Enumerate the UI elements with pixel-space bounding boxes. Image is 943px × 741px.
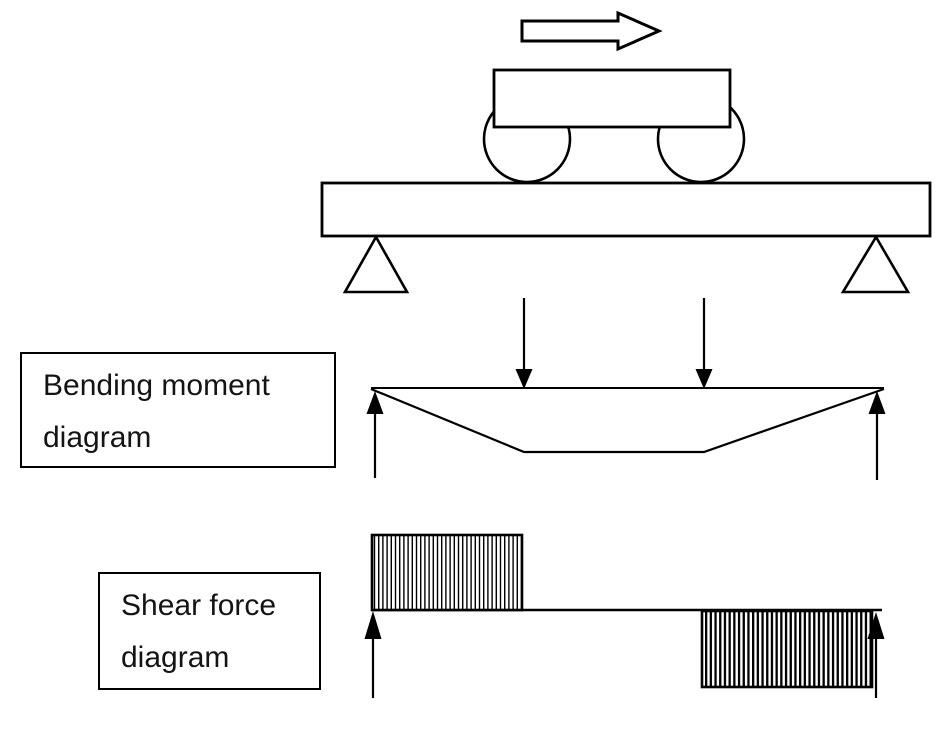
shear-force-label-line1: Shear force <box>121 589 277 622</box>
support-triangle-right <box>840 234 911 294</box>
shear-positive-region <box>370 533 524 612</box>
shear-force-label-line2: diagram <box>121 641 230 674</box>
motion-direction-arrow-icon <box>520 10 663 52</box>
reaction-arrow-left-sfd-icon <box>364 611 382 698</box>
beam <box>320 181 932 238</box>
wheel-load-arrow-left-icon <box>515 298 533 389</box>
shear-negative-region <box>700 609 874 689</box>
reaction-arrow-right-sfd-icon <box>867 612 885 698</box>
reaction-arrow-right-bm-icon <box>868 391 886 480</box>
bending-moment-label-line1: Bending moment <box>43 369 270 402</box>
bending-moment-curve <box>370 387 885 454</box>
reaction-arrow-left-bm-icon <box>366 391 384 478</box>
vehicle-body <box>492 68 732 129</box>
bending-moment-label-line2: diagram <box>43 421 152 454</box>
bending-moment-label-box: Bending moment diagram <box>20 352 336 468</box>
support-triangle-left <box>342 234 410 294</box>
shear-force-label-box: Shear force diagram <box>98 572 321 690</box>
wheel-load-arrow-right-icon <box>695 298 713 389</box>
